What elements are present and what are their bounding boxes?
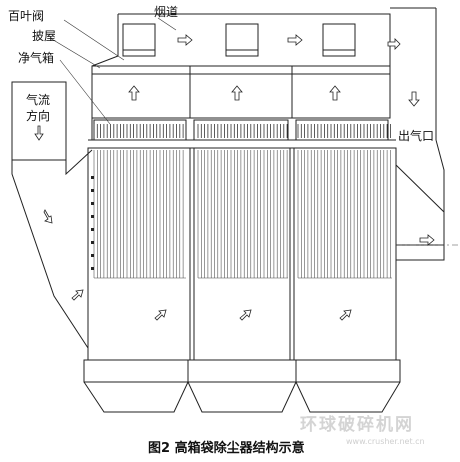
label-flow-direction-1: 气流 bbox=[26, 92, 50, 107]
bag-tops bbox=[93, 124, 391, 138]
arrow-right-icon bbox=[387, 38, 401, 50]
louver-valves bbox=[122, 23, 356, 57]
arrow-down-icon bbox=[34, 125, 44, 141]
flow-arrows bbox=[34, 34, 435, 321]
label-roof: 披屋 bbox=[32, 29, 56, 43]
ladder bbox=[91, 176, 94, 270]
label-flue: 烟道 bbox=[154, 5, 178, 19]
watermark-url: www.crusher.net.cn bbox=[346, 437, 425, 446]
ladder-rung bbox=[91, 254, 94, 257]
filter-bags bbox=[93, 150, 392, 279]
arrow-right-icon bbox=[177, 34, 193, 46]
ladder-rung bbox=[91, 241, 94, 244]
ladder-rung bbox=[91, 189, 94, 192]
arrow-down-icon bbox=[408, 91, 420, 107]
flue-duct bbox=[91, 7, 445, 212]
leader-lines bbox=[49, 17, 177, 125]
label-louver: 百叶阀 bbox=[8, 9, 44, 23]
outlet-duct bbox=[395, 164, 458, 261]
arrow-right-icon bbox=[287, 34, 303, 46]
label-flow-direction-2: 方向 bbox=[26, 108, 50, 123]
tube-sheet bbox=[88, 119, 396, 149]
arrow-up-right-icon bbox=[339, 309, 352, 321]
labels: 百叶阀 烟道 披屋 净气箱 气流 方向 出气口 bbox=[8, 5, 434, 143]
ladder-rung bbox=[91, 228, 94, 231]
arrow-up-icon bbox=[231, 85, 243, 101]
arrow-up-icon bbox=[329, 85, 341, 101]
label-clean-box: 净气箱 bbox=[18, 50, 54, 65]
label-outlet: 出气口 bbox=[398, 128, 434, 143]
arrow-up-right-icon bbox=[71, 289, 84, 301]
ladder-rung bbox=[91, 215, 94, 218]
watermark-text: 环球破碎机网 bbox=[300, 414, 414, 435]
clean-gas-box bbox=[91, 65, 391, 140]
arrow-right-icon bbox=[419, 234, 435, 246]
ladder-rung bbox=[91, 176, 94, 179]
watermark: 环球破碎机网 www.crusher.net.cn bbox=[300, 414, 425, 446]
hoppers bbox=[83, 359, 401, 413]
arrow-down-right-icon bbox=[43, 209, 53, 224]
arrow-up-icon bbox=[128, 85, 140, 101]
ladder-rung bbox=[91, 202, 94, 205]
arrow-up-right-icon bbox=[239, 309, 252, 321]
filter-chamber bbox=[87, 147, 397, 361]
figure-caption: 图2 高箱袋除尘器结构示意 bbox=[148, 440, 305, 456]
ladder-rung bbox=[91, 267, 94, 270]
arrow-up-right-icon bbox=[154, 309, 167, 321]
